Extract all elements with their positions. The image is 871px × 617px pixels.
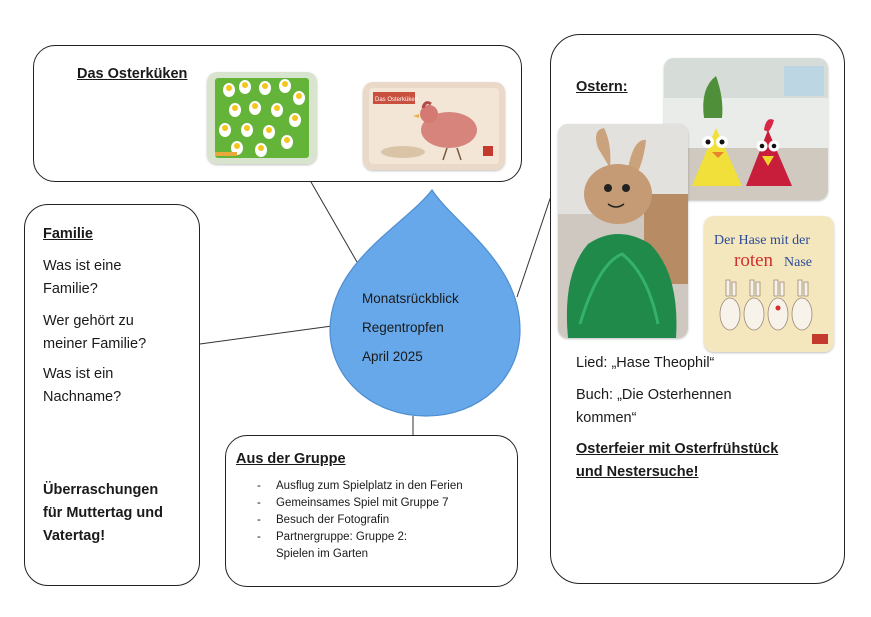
q1-line1: Was ist eine	[43, 258, 122, 274]
photo-book-cover: Der Hase mit der roten Nase	[704, 216, 834, 352]
event-line1: Osterfeier mit Osterfrühstück	[576, 441, 779, 457]
photo-egg-chickens	[664, 58, 828, 200]
q3-line1: Was ist ein	[43, 366, 114, 382]
surprise-note: Überraschungen für Muttertag und Vaterta…	[43, 479, 163, 548]
list-item: Gemeinsames Spiel mit Gruppe 7	[255, 495, 463, 512]
chick-book-title: Das Osterküken	[375, 97, 418, 103]
heading-familie: Familie	[43, 226, 93, 242]
photo-bunny-craft	[558, 124, 688, 338]
song-text: Lied: „Hase Theophil“	[576, 355, 715, 371]
group-activities-list: Ausflug zum Spielplatz in den Ferien Gem…	[255, 478, 463, 546]
list-item: Besuch der Fotografin	[255, 512, 463, 529]
book-line1: Buch: „Die Osterhennen	[576, 387, 732, 403]
box-familie	[24, 204, 200, 586]
raindrop-shape	[329, 188, 521, 417]
easter-event: Osterfeier mit Osterfrühstück und Nester…	[576, 438, 778, 484]
drop-line-1: Monatsrückblick	[362, 291, 459, 306]
surprise-line1: Überraschungen	[43, 482, 159, 498]
book-cover-title-line1: Der Hase mit der	[714, 233, 810, 248]
connector-left	[199, 325, 333, 345]
surprise-line2: für Muttertag und	[43, 505, 164, 521]
drop-line-3: April 2025	[362, 349, 423, 364]
photo-chick-craft	[207, 72, 317, 164]
book-cover-title-line2: roten	[734, 250, 774, 271]
book-text: Buch: „Die Osterhennen kommen“	[576, 384, 732, 430]
q2-line1: Wer gehört zu	[43, 313, 134, 329]
q2-line2: meiner Familie?	[43, 336, 147, 352]
event-line2: und Nestersuche!	[576, 464, 699, 480]
question-members: Wer gehört zu meiner Familie?	[43, 310, 146, 356]
q3-line2: Nachname?	[43, 389, 122, 405]
drop-line-2: Regentropfen	[362, 320, 444, 335]
raindrop-text: Monatsrückblick Regentropfen April 2025	[362, 284, 459, 371]
heading-ostern: Ostern:	[576, 79, 628, 95]
list-item: Partnergruppe: Gruppe 2:	[255, 529, 463, 546]
book-line2: kommen“	[576, 410, 637, 426]
book-cover-title-line3: Nase	[784, 255, 812, 270]
heading-osterkueken: Das Osterküken	[77, 66, 188, 82]
list-item: Ausflug zum Spielplatz in den Ferien	[255, 478, 463, 495]
connector-top	[310, 181, 358, 263]
heading-aus-der-gruppe: Aus der Gruppe	[236, 451, 346, 467]
question-family: Was ist eine Familie?	[43, 255, 121, 301]
surprise-line3: Vatertag!	[43, 528, 106, 544]
list-item-continuation: Spielen im Garten	[276, 548, 369, 560]
photo-chick-book: Das Osterküken	[363, 82, 505, 170]
question-surname: Was ist ein Nachname?	[43, 363, 121, 409]
connector-right	[516, 189, 554, 298]
q1-line2: Familie?	[43, 281, 98, 297]
